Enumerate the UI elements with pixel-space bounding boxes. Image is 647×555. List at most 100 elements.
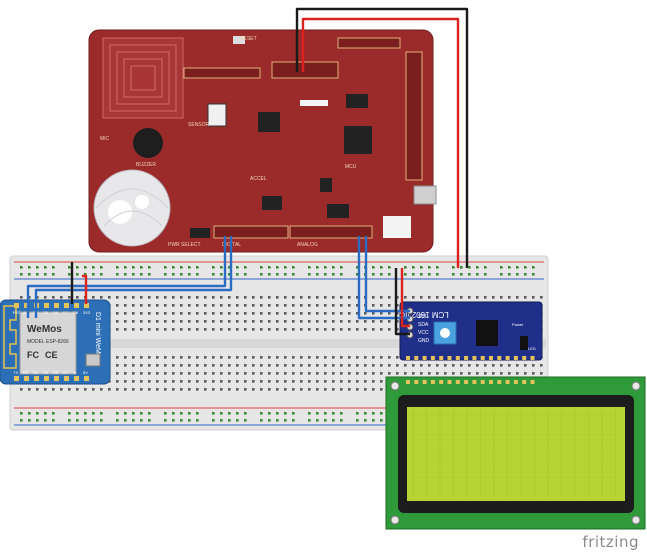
- breadboard-hole: [388, 356, 391, 359]
- breadboard-hole: [204, 388, 207, 391]
- breadboard-hole: [172, 364, 175, 367]
- breadboard-hole: [164, 312, 167, 315]
- breadboard-hole: [540, 364, 543, 367]
- lcd-pin: [406, 380, 410, 384]
- rail-hole: [380, 412, 383, 415]
- fritzing-watermark: fritzing: [582, 533, 639, 551]
- i2c-header-pin: [480, 356, 485, 360]
- rail-hole: [180, 266, 183, 269]
- rail-hole: [68, 419, 71, 422]
- breadboard-hole: [468, 296, 471, 299]
- rail-hole: [212, 419, 215, 422]
- breadboard-hole: [236, 328, 239, 331]
- breadboard-hole: [268, 328, 271, 331]
- breadboard-hole: [292, 328, 295, 331]
- rail-hole: [308, 412, 311, 415]
- breadboard-hole: [124, 328, 127, 331]
- wemos-pin-label: 5V: [83, 370, 88, 375]
- rail-hole: [20, 419, 23, 422]
- breadboard-hole: [188, 304, 191, 307]
- breadboard-hole: [412, 364, 415, 367]
- breadboard-hole: [316, 296, 319, 299]
- breadboard-hole: [172, 304, 175, 307]
- wemos-pin: [64, 376, 69, 381]
- wemos-pin-label: D1: [33, 370, 39, 375]
- breadboard-hole: [356, 312, 359, 315]
- breadboard-hole: [68, 388, 71, 391]
- rail-hole: [220, 412, 223, 415]
- breadboard-hole: [252, 364, 255, 367]
- breadboard-hole: [308, 356, 311, 359]
- breadboard-hole: [172, 312, 175, 315]
- breadboard-hole: [244, 320, 247, 323]
- rail-hole: [116, 419, 119, 422]
- breadboard-hole: [156, 388, 159, 391]
- board-label-mic: MIC: [100, 136, 110, 142]
- breadboard-hole: [44, 388, 47, 391]
- breadboard-hole: [412, 372, 415, 375]
- breadboard-hole: [148, 320, 151, 323]
- rail-hole: [356, 419, 359, 422]
- breadboard-hole: [484, 372, 487, 375]
- breadboard-hole: [196, 296, 199, 299]
- breadboard-hole: [292, 372, 295, 375]
- lcd-pin: [489, 380, 493, 384]
- wemos-pin: [44, 303, 49, 308]
- breadboard-hole: [468, 372, 471, 375]
- breadboard-hole: [204, 312, 207, 315]
- rail-hole: [372, 266, 375, 269]
- breadboard-hole: [492, 372, 495, 375]
- rail-hole: [476, 273, 479, 276]
- breadboard-hole: [324, 304, 327, 307]
- breadboard-hole: [524, 296, 527, 299]
- rail-hole: [324, 419, 327, 422]
- breadboard-hole: [372, 356, 375, 359]
- breadboard-hole: [172, 296, 175, 299]
- wemos-pin-label: D4: [63, 370, 69, 375]
- breadboard-hole: [252, 320, 255, 323]
- breadboard-hole: [164, 372, 167, 375]
- breadboard-hole: [244, 304, 247, 307]
- breadboard-hole: [348, 328, 351, 331]
- breadboard-hole: [140, 328, 143, 331]
- ic-chip: [258, 112, 280, 132]
- rail-hole: [76, 266, 79, 269]
- rail-hole: [36, 266, 39, 269]
- rail-hole: [244, 419, 247, 422]
- breadboard-hole: [156, 312, 159, 315]
- rail-hole: [100, 273, 103, 276]
- breadboard-hole: [236, 312, 239, 315]
- rail-hole: [412, 266, 415, 269]
- breadboard-hole: [332, 320, 335, 323]
- rail-hole: [324, 273, 327, 276]
- breadboard-hole: [340, 364, 343, 367]
- rail-hole: [20, 266, 23, 269]
- rail-hole: [132, 419, 135, 422]
- breadboard-hole: [324, 296, 327, 299]
- breadboard-hole: [148, 328, 151, 331]
- breadboard-hole: [276, 356, 279, 359]
- wemos-pin-label: 3V3: [83, 310, 91, 315]
- breadboard-hole: [116, 296, 119, 299]
- breadboard-hole: [340, 320, 343, 323]
- rail-hole: [220, 273, 223, 276]
- breadboard-hole: [380, 328, 383, 331]
- breadboard-hole: [132, 320, 135, 323]
- wemos-pin-label: D6: [53, 310, 59, 315]
- breadboard-hole: [396, 312, 399, 315]
- rail-hole: [356, 266, 359, 269]
- breadboard-hole: [316, 364, 319, 367]
- breadboard-hole: [332, 364, 335, 367]
- breadboard-hole: [260, 356, 263, 359]
- breadboard-hole: [116, 320, 119, 323]
- breadboard-hole: [228, 372, 231, 375]
- breadboard-hole: [428, 372, 431, 375]
- board-label-reset: RESET: [240, 36, 257, 42]
- breadboard-hole: [140, 304, 143, 307]
- breadboard-hole: [340, 388, 343, 391]
- i2c-pin-label-gnd: GND: [418, 338, 430, 344]
- rail-hole: [28, 419, 31, 422]
- breadboard-hole: [156, 296, 159, 299]
- breadboard-hole: [220, 372, 223, 375]
- breadboard-hole: [180, 372, 183, 375]
